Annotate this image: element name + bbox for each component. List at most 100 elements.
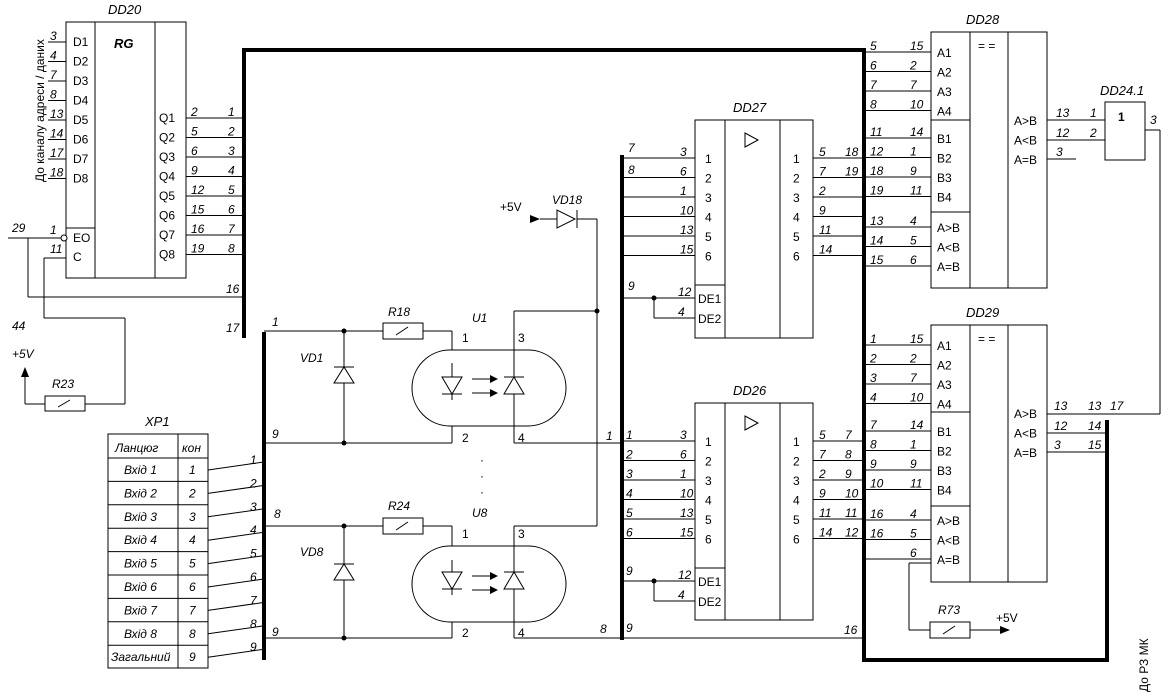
cmp-out-label: A<B: [1014, 427, 1037, 441]
xp1-bus-num: 4: [250, 523, 257, 537]
xp1-wire: [207, 601, 265, 611]
mbus-num: 6: [626, 526, 633, 540]
buf-de-label: DE1: [698, 575, 722, 589]
dd20-bus-num: 5: [228, 183, 235, 197]
cmp-bus-num: 14: [870, 234, 884, 248]
u8-pin2: 2: [462, 626, 469, 640]
dd20-in-num: 13: [50, 107, 64, 121]
rbus-14: 14: [1088, 419, 1102, 433]
dd20-out-num: 15: [191, 203, 205, 217]
rbus-num: 12: [845, 526, 859, 540]
rbus-num: 9: [845, 467, 852, 481]
cmp-bus-num: 15: [870, 253, 884, 267]
cmp-in-label: B3: [937, 171, 952, 185]
cmp-in-label: A>B: [937, 221, 960, 235]
cmp-bus-num: 16: [870, 507, 884, 521]
dd20-out-num: 5: [191, 125, 198, 139]
dd20-bus-num: 3: [228, 144, 235, 158]
buf-out-num: 11: [819, 223, 831, 237]
buf-out-num: 14: [819, 526, 833, 540]
dd20-out-Q8: Q8: [159, 248, 175, 262]
rbus-num: 19: [845, 165, 859, 179]
cmp-bus-num: 7: [870, 418, 878, 432]
plus5-label: +5V: [12, 347, 35, 361]
xp1-title: XP1: [144, 414, 170, 429]
xp1-row-pin: 8: [189, 627, 196, 641]
cmp-in-num: 7: [910, 371, 918, 385]
buf-in-label: 1: [705, 152, 712, 166]
junction-dot: [651, 295, 657, 301]
dd20-in-num: 3: [50, 29, 57, 43]
buf-in-label: 5: [705, 230, 712, 244]
buf-in-num: 15: [680, 526, 694, 540]
buf-out-label: 1: [793, 152, 800, 166]
mbus-8b: 8: [600, 622, 607, 636]
cmp-bus-num: 5: [870, 39, 877, 53]
cmp-in-num: 10: [910, 391, 924, 405]
u8-pin4: 4: [518, 626, 525, 640]
xp1-row-name: Вхід 8: [124, 627, 157, 641]
buf-in-label: 6: [705, 533, 712, 547]
cmp-in-label: B2: [937, 152, 952, 166]
cmp-in-num: 5: [910, 527, 917, 541]
buf-in-num: 6: [680, 165, 687, 179]
bus-16: 16: [226, 282, 240, 296]
buf-in-num: 13: [680, 506, 694, 520]
plus5-right: +5V: [996, 611, 1018, 625]
u8-pin1: 1: [462, 527, 469, 541]
cmp-in-label: A2: [937, 66, 952, 80]
cmp-out-label: A=B: [1014, 446, 1037, 460]
buf-de-label: DE1: [698, 292, 722, 306]
buf-out-num: 2: [818, 184, 826, 198]
dd29-o3: 3: [1054, 438, 1061, 452]
xp1-row-name: Вхід 7: [124, 603, 158, 617]
dd20-bus-num: 4: [228, 164, 235, 178]
dd20-out-Q7: Q7: [159, 228, 175, 242]
dd20-ctl-num: 1: [50, 223, 57, 237]
buf-in-label: 4: [705, 211, 712, 225]
dd28-o13: 13: [1056, 106, 1070, 120]
xp1-wire: [207, 578, 265, 588]
mbus-9c: 9: [626, 564, 633, 578]
u1-pin1: 1: [462, 331, 469, 345]
dots-1: ·: [480, 453, 484, 467]
dd20-out-Q2: Q2: [159, 131, 175, 145]
cmp-in-num: 4: [910, 507, 917, 521]
dd20-in-D8: D8: [73, 172, 89, 186]
cmp-in-num: 14: [910, 418, 924, 432]
buf-out-label: 4: [793, 211, 800, 225]
junction-dot: [651, 578, 657, 584]
buf-in-label: 2: [705, 455, 712, 469]
mbus-num: 3: [626, 467, 633, 481]
cmp-in-num: 1: [910, 438, 917, 452]
plus5-top: +5V: [500, 200, 522, 214]
rbus-num: 8: [845, 448, 852, 462]
xp1-wire: [207, 508, 265, 518]
r23-label: R23: [52, 377, 74, 391]
mbus-num: 5: [626, 506, 633, 520]
cmp-bus-num: 11: [870, 125, 882, 139]
dd20-ctl-num: 11: [50, 242, 62, 256]
xp1-bus-num: 6: [250, 570, 257, 584]
xp1-bus-num: 8: [250, 617, 257, 631]
dd29-o13: 13: [1054, 399, 1068, 413]
dd20-out-num: 12: [191, 183, 205, 197]
xp1-row-name: Вхід 4: [124, 533, 157, 547]
cmp-bus-num: 13: [870, 214, 884, 228]
dd27-label: DD27: [733, 100, 767, 115]
dd20-ctl-C: C: [73, 250, 82, 264]
rbus-num: 11: [845, 506, 857, 520]
dd28-o3: 3: [1056, 145, 1063, 159]
cmp-in-label: A=B: [937, 553, 960, 567]
cmp-in-num: 2: [909, 352, 917, 366]
xp1-wire: [207, 555, 265, 565]
dd20-in-D7: D7: [73, 152, 89, 166]
buf-in-num: 1: [680, 467, 687, 481]
dd24-out3: 3: [1150, 113, 1157, 127]
rbus-num: 18: [845, 145, 859, 159]
dd20-in-D1: D1: [73, 35, 89, 49]
u1-label: U1: [472, 311, 487, 325]
buf-out-num: 7: [819, 165, 827, 179]
mbus-9b: 9: [626, 621, 633, 635]
